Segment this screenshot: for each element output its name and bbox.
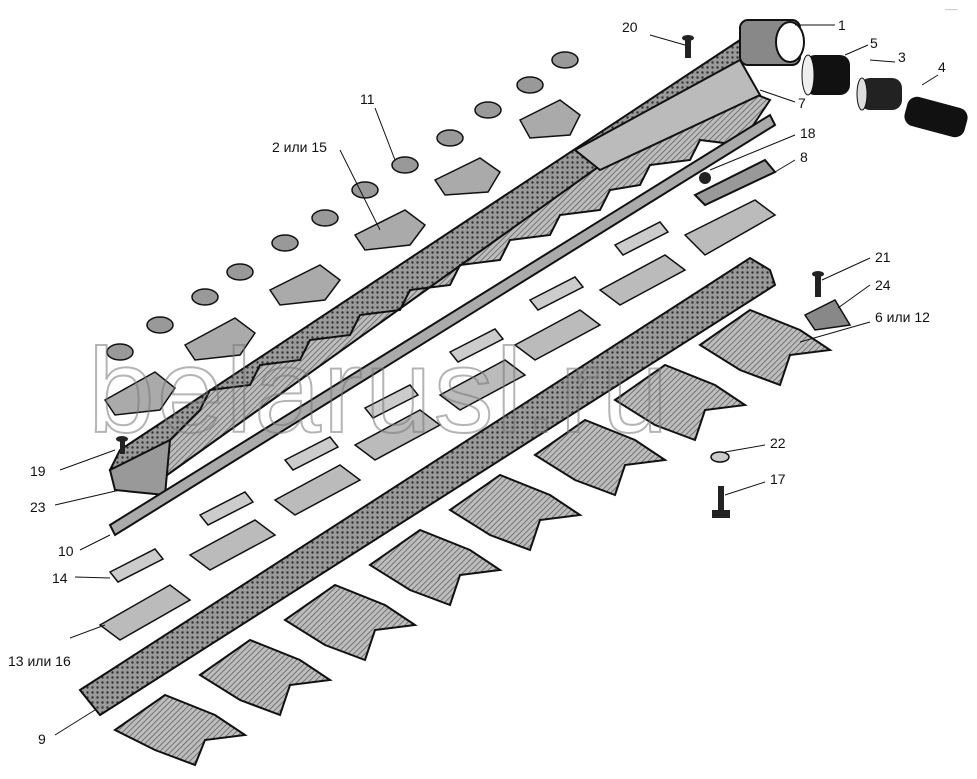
guard xyxy=(198,638,333,717)
callout-10: 10 xyxy=(58,543,74,559)
clip xyxy=(311,209,339,227)
knife-bar-assembly xyxy=(108,38,772,497)
hold-down-plate xyxy=(273,464,362,516)
hold-down-plate xyxy=(188,519,277,571)
clip xyxy=(351,181,379,199)
hold-down-plate xyxy=(353,409,442,461)
knife-head-housing xyxy=(739,19,805,66)
wear-plate xyxy=(198,491,255,526)
hold-down-plate xyxy=(98,584,192,641)
callout-19: 19 xyxy=(30,463,46,479)
clip xyxy=(516,76,544,94)
corner-mark: –— xyxy=(945,5,957,14)
guards-row-6-or-12 xyxy=(113,308,833,767)
guard xyxy=(283,583,418,662)
callout-13-or-16: 13 или 16 xyxy=(8,653,71,669)
bracket xyxy=(353,209,427,251)
bolt-21 xyxy=(812,271,824,297)
guard xyxy=(448,473,583,552)
callout-24: 24 xyxy=(875,277,891,293)
callout-20: 20 xyxy=(622,19,638,35)
bracket-row-2-or-15 xyxy=(103,99,581,416)
guard xyxy=(698,308,833,387)
guard xyxy=(113,693,248,767)
bracket xyxy=(183,317,257,361)
clip xyxy=(551,51,579,69)
bracket xyxy=(518,99,581,139)
callout-17: 17 xyxy=(770,471,786,487)
callout-3: 3 xyxy=(898,49,906,65)
bushing-5 xyxy=(801,54,850,96)
clip xyxy=(146,316,174,334)
hold-down-plate xyxy=(513,309,602,361)
knife-head-plate xyxy=(573,58,762,172)
wear-plate xyxy=(283,436,340,471)
bolt-19 xyxy=(116,436,128,454)
hold-down-plate xyxy=(598,254,687,306)
guard xyxy=(533,418,668,497)
wear-plate xyxy=(613,221,670,256)
hold-down-plate xyxy=(438,359,527,411)
callout-11: 11 xyxy=(360,91,375,107)
rivet-strip-10 xyxy=(108,113,777,537)
callout-7: 7 xyxy=(798,95,806,111)
callout-18: 18 xyxy=(800,125,816,141)
wear-plate xyxy=(448,328,505,363)
pin-4 xyxy=(904,96,968,138)
callout-9: 9 xyxy=(38,731,46,747)
clip xyxy=(436,129,464,147)
callout-5: 5 xyxy=(870,35,878,51)
callout-14: 14 xyxy=(52,570,68,586)
wear-plate xyxy=(363,384,420,419)
clip xyxy=(391,156,419,174)
callout-21: 21 xyxy=(875,249,891,265)
callout-8: 8 xyxy=(800,149,808,165)
watermark: belarusl.ru xyxy=(88,324,670,458)
wear-plate xyxy=(528,276,585,311)
bracket xyxy=(103,371,177,416)
clip-row-11 xyxy=(106,51,579,361)
callout-6-or-12: 6 или 12 xyxy=(875,309,930,325)
bushing-3 xyxy=(856,77,902,111)
callout-4: 4 xyxy=(938,59,946,75)
bracket xyxy=(268,264,342,306)
bolt-20 xyxy=(682,35,694,58)
hold-down-plate xyxy=(683,199,777,256)
clip xyxy=(271,234,299,252)
washer-22 xyxy=(710,451,730,463)
hold-down-plates xyxy=(98,199,777,641)
callout-23: 23 xyxy=(30,499,46,515)
guard xyxy=(368,528,503,607)
leader-lines xyxy=(54,24,939,736)
clip xyxy=(474,101,502,119)
bracket xyxy=(433,157,502,196)
knife-teeth-strip xyxy=(158,78,772,483)
nut-18 xyxy=(699,172,711,184)
finger-bar-9 xyxy=(78,256,777,717)
wear-plate xyxy=(108,548,165,583)
guard xyxy=(613,363,748,442)
callout-labels: 1 2 или 15 3 4 5 6 или 12 7 8 9 10 11 13… xyxy=(8,17,946,747)
bolt-17 xyxy=(712,486,730,518)
clip xyxy=(106,343,134,361)
callout-2-or-15: 2 или 15 xyxy=(272,139,327,155)
clip xyxy=(191,288,219,306)
wear-plates-14 xyxy=(108,221,670,583)
callout-1: 1 xyxy=(838,17,846,33)
callout-22: 22 xyxy=(770,435,786,451)
clip xyxy=(226,263,254,281)
